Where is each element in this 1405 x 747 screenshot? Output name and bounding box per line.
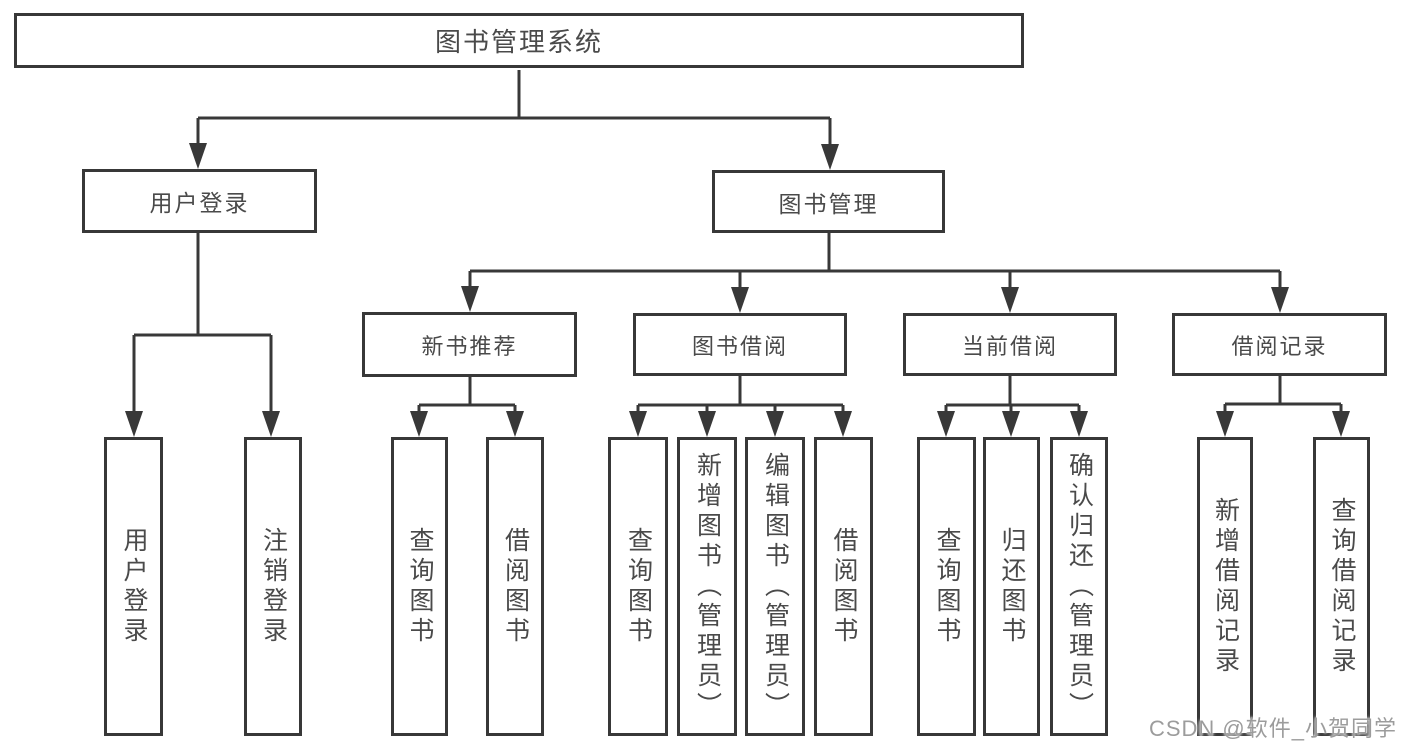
csdn-watermark: CSDN @软件_小贺同学: [1148, 716, 1397, 741]
node-borrowing-records: 借阅记录: [1172, 313, 1387, 376]
leaf-borrow-books-2: 借阅图书: [814, 437, 873, 736]
leaf-add-book-admin: 新增图书（管理员）: [677, 437, 737, 736]
node-user-login-branch: 用户登录: [82, 169, 317, 233]
leaf-user-login: 用户登录: [104, 437, 163, 736]
node-book-management-branch: 图书管理: [712, 170, 945, 233]
leaf-query-borrow-record: 查询借阅记录: [1313, 437, 1370, 736]
node-current-borrowing: 当前借阅: [903, 313, 1117, 376]
node-root-library-management-system: 图书管理系统: [14, 13, 1024, 68]
leaf-logout: 注销登录: [244, 437, 302, 736]
node-new-book-recommendation: 新书推荐: [362, 312, 577, 377]
leaf-confirm-return-admin: 确认归还（管理员）: [1050, 437, 1108, 736]
leaf-query-books-2: 查询图书: [608, 437, 668, 736]
node-book-borrowing: 图书借阅: [633, 313, 847, 376]
leaf-query-books-1: 查询图书: [391, 437, 448, 736]
leaf-edit-book-admin: 编辑图书（管理员）: [745, 437, 805, 736]
leaf-query-books-3: 查询图书: [917, 437, 976, 736]
leaf-add-borrow-record: 新增借阅记录: [1197, 437, 1253, 736]
leaf-return-book: 归还图书: [983, 437, 1040, 736]
leaf-borrow-books-1: 借阅图书: [486, 437, 544, 736]
